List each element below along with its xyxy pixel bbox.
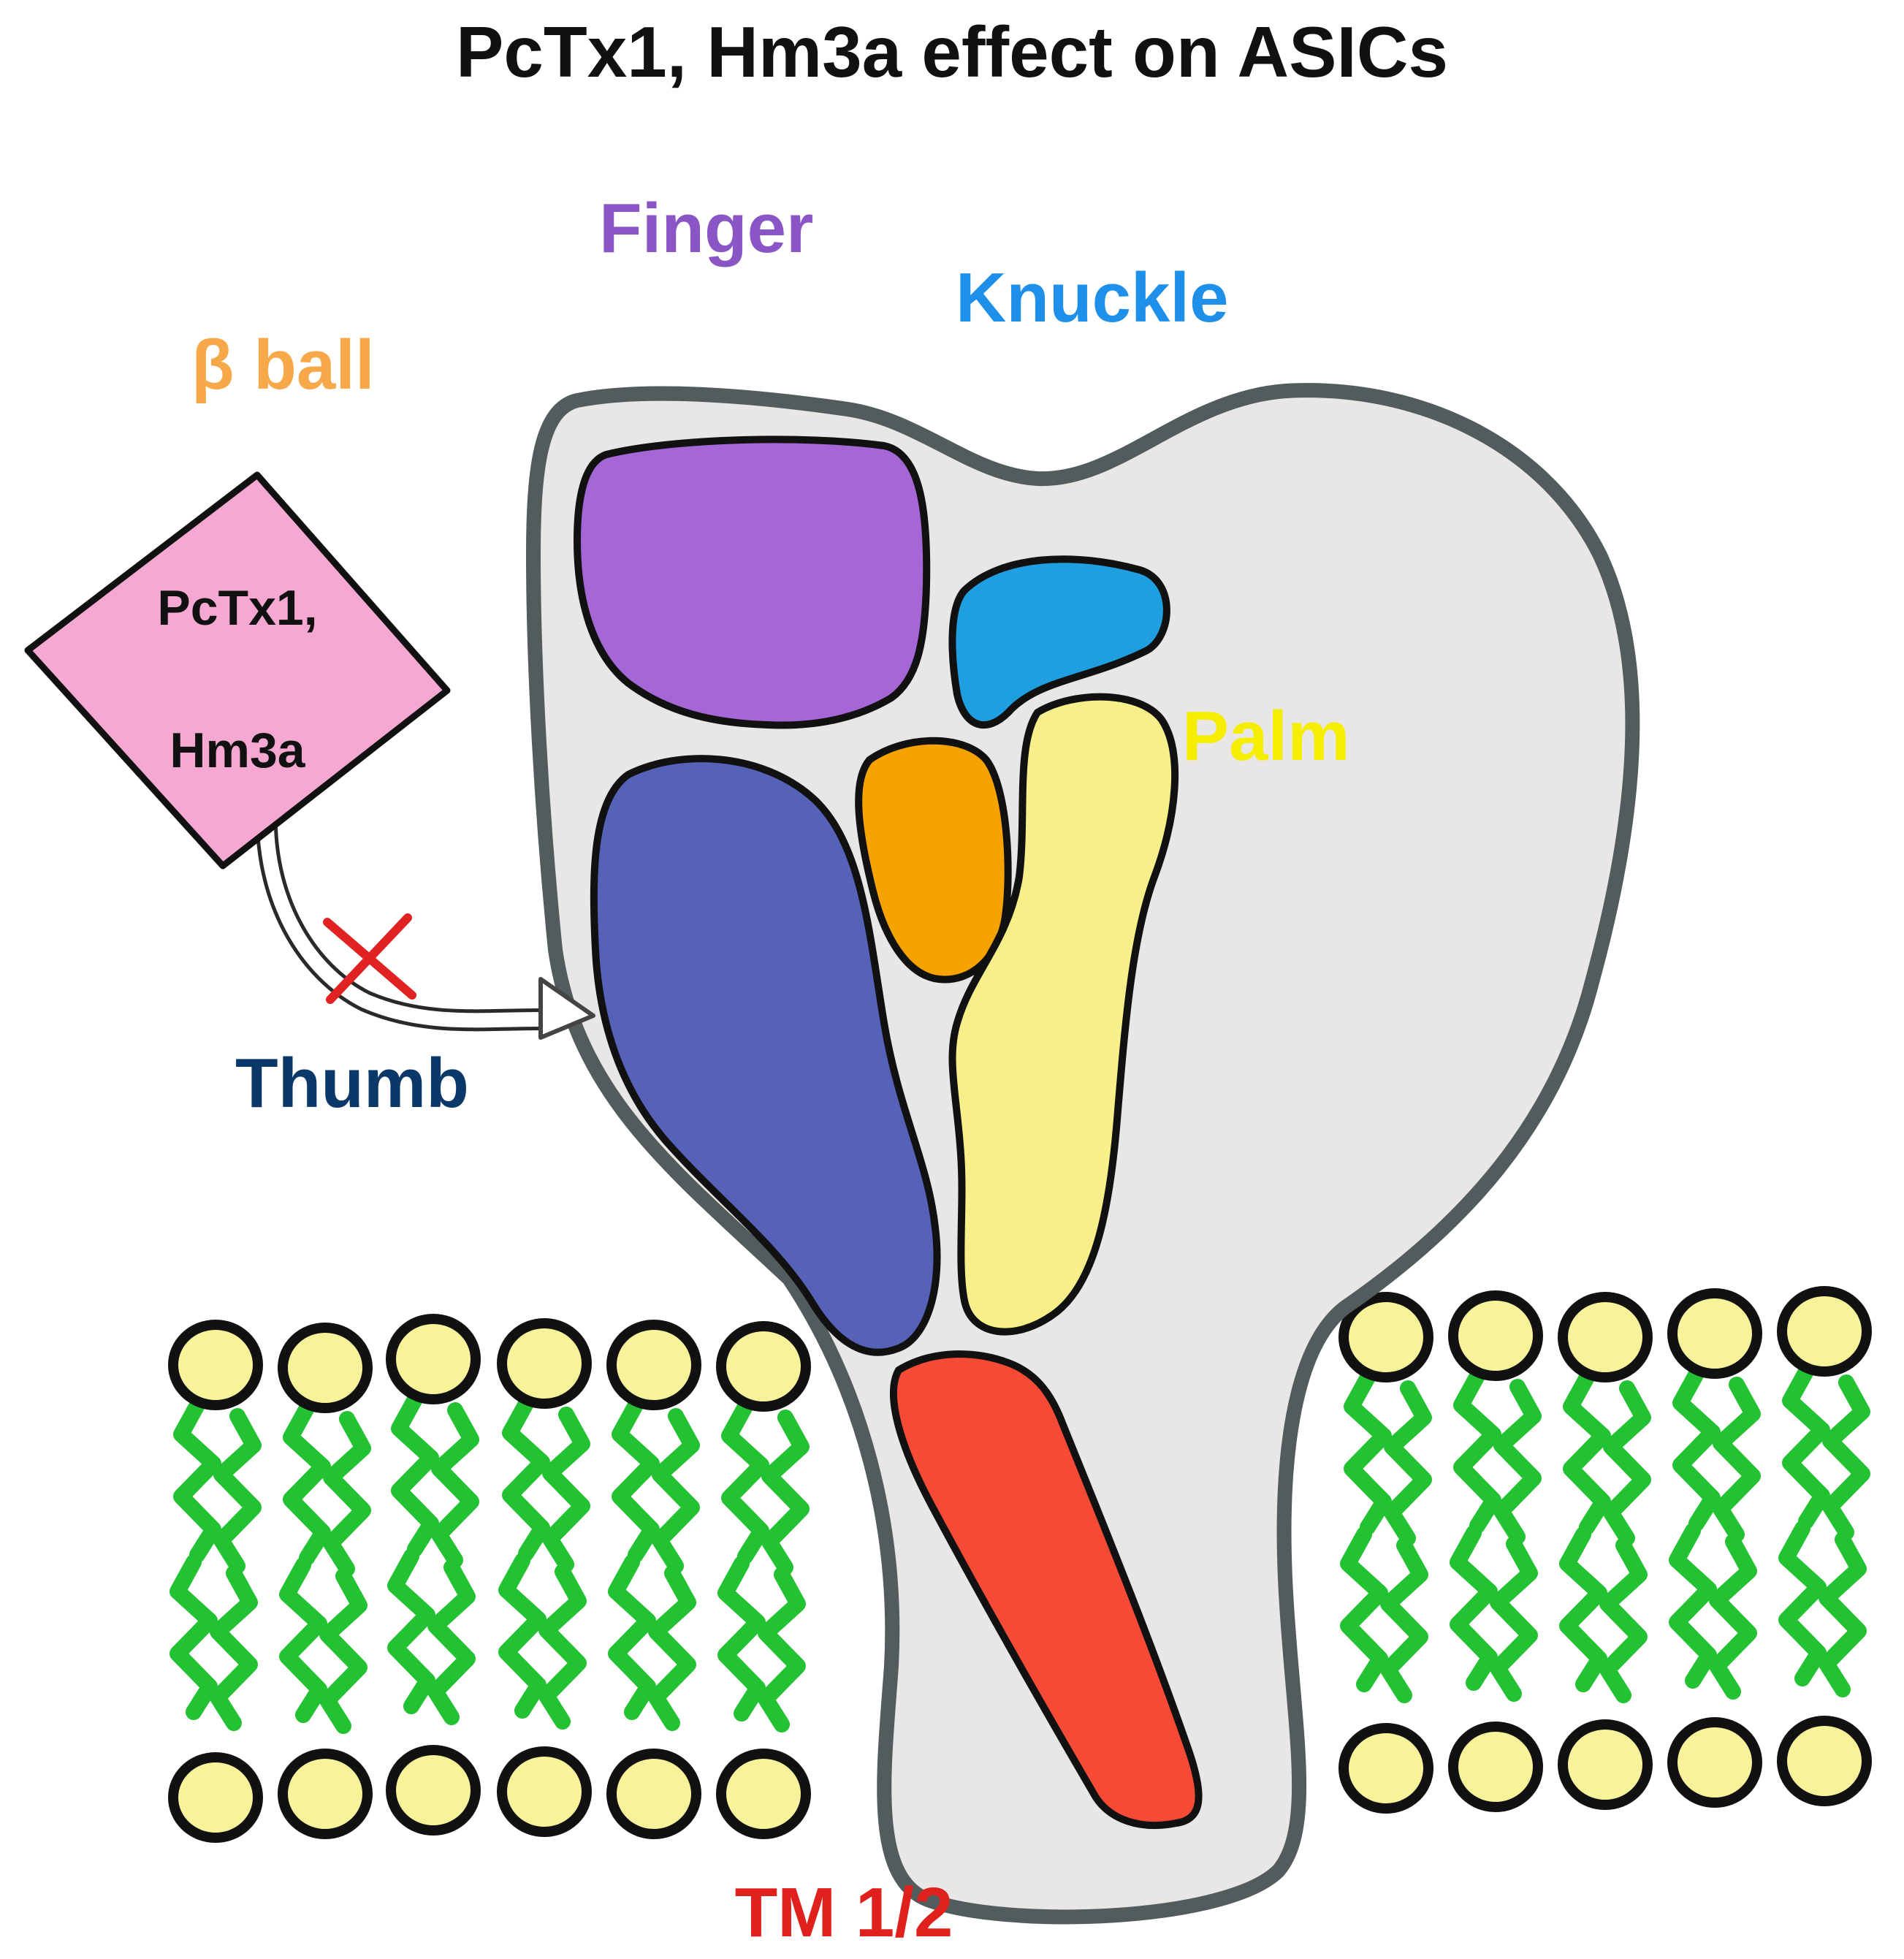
lipid-tail xyxy=(323,1411,371,1577)
lipid-tail xyxy=(538,1564,587,1730)
finger-domain xyxy=(574,435,931,729)
lipid-tail xyxy=(612,1397,660,1563)
lipid-tail xyxy=(387,1548,435,1714)
lipid-heads-left xyxy=(168,1314,811,1843)
lipid-tail xyxy=(1822,1374,1870,1540)
lipid-head xyxy=(278,1749,373,1839)
lipid-tail xyxy=(1709,1534,1757,1700)
lipid-tail xyxy=(1490,1536,1538,1702)
lipid-tail xyxy=(1450,1525,1498,1691)
toxin-label-line2: Hm3a xyxy=(170,723,305,778)
knuckle-label: Knuckle xyxy=(956,259,1228,337)
lipid-tail xyxy=(210,1565,258,1731)
palm-label: Palm xyxy=(1182,697,1349,775)
lipid-tail xyxy=(1380,1537,1428,1703)
diagram-title: PcTx1, Hm3a effect on ASICs xyxy=(456,12,1448,92)
membrane-left xyxy=(168,1314,811,1843)
lipid-tail xyxy=(648,1565,696,1731)
lipid-tail xyxy=(717,1556,766,1722)
lipid-tail xyxy=(279,1557,327,1723)
lipid-tail xyxy=(1340,1526,1388,1692)
lipid-head xyxy=(168,1752,263,1843)
lipid-tail xyxy=(1599,1537,1648,1703)
lipid-tail xyxy=(1782,1363,1830,1529)
finger-label: Finger xyxy=(599,189,813,267)
lipid-tail xyxy=(1669,1523,1717,1689)
lipid-tail xyxy=(391,1391,439,1557)
lipid-tail xyxy=(1559,1526,1607,1692)
lipid-tail xyxy=(1778,1521,1827,1686)
lipid-tail xyxy=(213,1408,262,1574)
lipid-tail xyxy=(1819,1532,1867,1697)
lipid-tail xyxy=(170,1554,218,1720)
beta-ball-label: β ball xyxy=(191,326,375,404)
lipid-tails-left xyxy=(170,1391,810,1734)
lipid-tail xyxy=(542,1407,590,1572)
toxin-label-line1: PcTx1, xyxy=(157,580,317,636)
lipid-tail xyxy=(608,1554,656,1720)
lipid-head xyxy=(1338,1292,1433,1382)
lipid-head xyxy=(1558,1292,1653,1382)
binding-arrow xyxy=(255,796,595,1040)
toxin-diamond: PcTx1, Hm3a xyxy=(24,471,451,870)
tm-label: TM 1/2 xyxy=(735,1874,953,1952)
thumb-domain xyxy=(590,755,941,1356)
lipid-head xyxy=(1338,1723,1433,1814)
arrow-head xyxy=(538,977,595,1040)
lipid-head xyxy=(1667,1717,1762,1808)
membrane-right xyxy=(1338,1286,1872,1814)
lipid-head xyxy=(168,1320,263,1410)
lipid-tail xyxy=(1672,1366,1721,1532)
lipid-tail xyxy=(1453,1368,1501,1534)
lipid-tail xyxy=(173,1397,221,1563)
lipid-tail xyxy=(761,1410,810,1575)
lipid-tail xyxy=(1493,1379,1542,1545)
lipid-head xyxy=(1667,1288,1762,1379)
lipid-tail xyxy=(1344,1369,1392,1535)
lipid-tail xyxy=(319,1568,368,1734)
lipid-tail xyxy=(1713,1377,1761,1543)
lipid-head xyxy=(716,1749,811,1839)
lipid-head xyxy=(386,1314,481,1404)
lipid-tail xyxy=(502,1396,550,1562)
lipid-tail xyxy=(758,1567,806,1732)
lipid-head xyxy=(1777,1716,1872,1806)
lipid-head xyxy=(1558,1719,1653,1810)
lipid-head xyxy=(1777,1286,1872,1377)
block-x-icon xyxy=(323,913,416,1004)
lipid-heads-right xyxy=(1338,1286,1872,1814)
lipid-tail xyxy=(652,1408,700,1574)
lipid-head xyxy=(1448,1722,1543,1812)
lipid-head xyxy=(497,1746,592,1837)
thumb-label: Thumb xyxy=(235,1044,469,1122)
lipid-head xyxy=(278,1323,373,1413)
lipid-tail xyxy=(1563,1369,1611,1535)
lipid-tail xyxy=(721,1399,769,1564)
lipid-tail xyxy=(498,1553,547,1719)
lipid-head xyxy=(386,1745,481,1836)
lipid-head xyxy=(606,1749,701,1839)
lipid-tail xyxy=(283,1400,331,1566)
lipid-tail xyxy=(431,1402,479,1568)
tm-helix xyxy=(890,1350,1203,1829)
lipid-tail xyxy=(427,1559,476,1725)
lipid-head xyxy=(716,1321,811,1412)
lipid-tail xyxy=(1603,1380,1651,1546)
lipid-tail xyxy=(1384,1380,1432,1546)
lipid-tails-right xyxy=(1340,1363,1870,1703)
knuckle-domain xyxy=(948,555,1170,729)
palm-domain xyxy=(948,693,1179,1336)
lipid-head xyxy=(497,1318,592,1409)
lipid-head xyxy=(606,1320,701,1410)
lipid-head xyxy=(1448,1290,1543,1381)
